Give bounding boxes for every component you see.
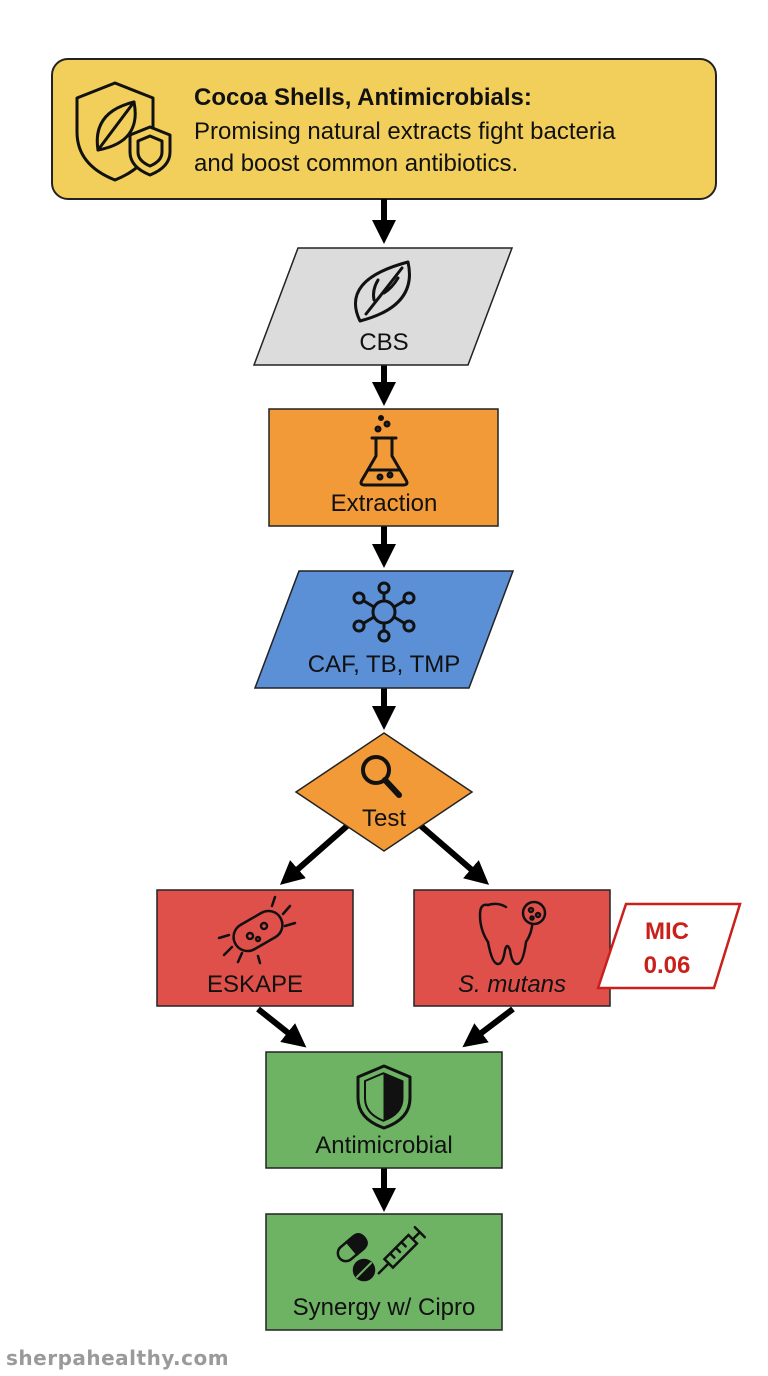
shield-icon — [356, 1064, 412, 1130]
node-eskape: ESKAPE — [156, 889, 354, 1007]
node-test: Test — [294, 732, 474, 852]
node-synergy: Synergy w/ Cipro — [265, 1213, 503, 1331]
node-antimicrobial: Antimicrobial — [265, 1051, 503, 1169]
header-subtitle-line1: Promising natural extracts fight bacteri… — [194, 118, 616, 145]
node-compounds: CAF, TB, TMP — [253, 570, 515, 689]
node-antimicrobial-label: Antimicrobial — [315, 1132, 452, 1159]
node-eskape-label: ESKAPE — [207, 971, 303, 998]
node-extraction: Extraction — [268, 408, 499, 527]
node-cbs-label: CBS — [359, 329, 408, 356]
shield-leaf-icon — [75, 81, 172, 182]
header-title: Cocoa Shells, Antimicrobials: — [194, 84, 532, 111]
magnifier-icon — [361, 755, 402, 798]
node-test-label: Test — [362, 805, 406, 832]
bacteria-icon — [217, 895, 297, 965]
arrow-smutans-to-antimicrobial — [462, 1006, 515, 1048]
mic-callout: MIC 0.06 — [596, 902, 742, 990]
pills-syringe-icon — [336, 1226, 426, 1282]
arrow-eskape-to-antimicrobial — [256, 1006, 307, 1048]
tooth-microbe-icon — [478, 900, 547, 966]
flask-icon — [359, 415, 409, 487]
mic-callout-line1: MIC — [645, 918, 689, 945]
cocoa-bean-icon — [354, 260, 411, 323]
node-smutans: S. mutans — [413, 889, 611, 1007]
mic-callout-line2: 0.06 — [644, 952, 691, 979]
node-extraction-label: Extraction — [331, 490, 438, 517]
node-cbs: CBS — [252, 247, 514, 366]
footer-site: sherpahealthy.com — [6, 1346, 230, 1370]
connectors — [256, 199, 515, 1212]
molecule-icon — [352, 581, 416, 643]
node-smutans-label: S. mutans — [458, 971, 566, 998]
header-box: Cocoa Shells, Antimicrobials: Promising … — [51, 58, 717, 200]
arrow-test-to-eskape — [279, 823, 349, 885]
node-synergy-label: Synergy w/ Cipro — [293, 1294, 476, 1321]
header-subtitle-line2: and boost common antibiotics. — [194, 150, 518, 177]
node-compounds-label: CAF, TB, TMP — [308, 651, 460, 678]
arrow-test-to-smutans — [419, 823, 490, 885]
